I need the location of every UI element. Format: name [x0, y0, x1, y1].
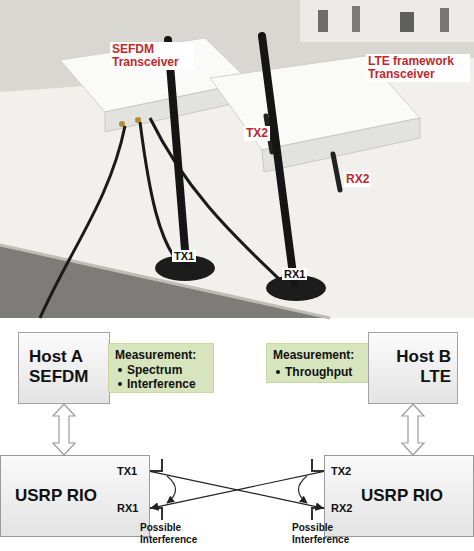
photo-label: LTE framework Transceiver: [366, 54, 470, 82]
measurement-box: Measurement: Throughput: [266, 343, 370, 383]
device-name: USRP RIO: [15, 486, 115, 506]
photo-label: RX1: [282, 268, 307, 280]
measurement-heading: Measurement:: [115, 348, 213, 362]
photo-label: TX2: [244, 126, 270, 141]
host-name: Host B LTE: [375, 347, 451, 387]
photo-label: TX1: [172, 250, 196, 262]
shelf: [300, 0, 474, 42]
double-arrow: [53, 404, 75, 455]
usrp-box: USRP RIOTX1RX1: [0, 455, 150, 537]
rx-antenna: [312, 508, 324, 520]
photo-label: RX2: [344, 172, 371, 187]
cable: [150, 118, 285, 285]
transceiver-front: [262, 118, 420, 172]
bullet-dot: [276, 370, 280, 374]
table-edge: [0, 245, 330, 318]
shelf-item: [318, 10, 328, 32]
cable: [140, 122, 178, 262]
curved-arrow: [299, 476, 308, 503]
device-name: USRP RIO: [361, 486, 461, 506]
shelf-item: [352, 6, 360, 32]
measurement-item: Throughput: [285, 365, 369, 379]
antenna: [168, 40, 186, 262]
measurement-item: Interference: [127, 377, 213, 391]
antenna: [262, 36, 294, 282]
shelf-item: [400, 12, 414, 32]
host-name: Host A SEFDM: [29, 347, 103, 387]
usrp-box: USRP RIOTX2RX2: [324, 455, 474, 537]
port-label: RX1: [117, 502, 147, 515]
measurement-box: Measurement:SpectrumInterference: [108, 343, 214, 393]
bullet-dot: [118, 382, 122, 386]
port-label: TX1: [117, 465, 147, 478]
curved-arrow: [167, 476, 176, 503]
shelf-item: [440, 8, 449, 32]
host-box: Host A SEFDM: [18, 332, 110, 404]
floor: [0, 245, 330, 318]
host-box: Host B LTE: [368, 332, 458, 404]
interference-note: Possible Interference: [140, 522, 212, 546]
interference-note: Possible Interference: [292, 522, 364, 546]
port-label: TX2: [331, 465, 361, 478]
small-antenna: [333, 154, 340, 190]
tx-antenna: [312, 459, 324, 471]
wall: [0, 0, 474, 318]
interference-arrow: [150, 471, 324, 508]
bullet-dot: [118, 368, 122, 372]
rx-antenna: [150, 508, 162, 520]
interference-arrow: [150, 471, 324, 508]
tx-antenna: [150, 459, 162, 471]
measurement-item: Spectrum: [127, 363, 213, 377]
cable: [40, 126, 125, 318]
photo-label: SEFDM Transceiver: [110, 42, 194, 70]
double-arrow: [402, 404, 424, 455]
lab-photo: [0, 0, 474, 318]
measurement-heading: Measurement:: [273, 348, 369, 362]
antenna-symbols: [150, 459, 324, 520]
port-label: RX2: [331, 502, 361, 515]
self-interference: [167, 476, 307, 503]
